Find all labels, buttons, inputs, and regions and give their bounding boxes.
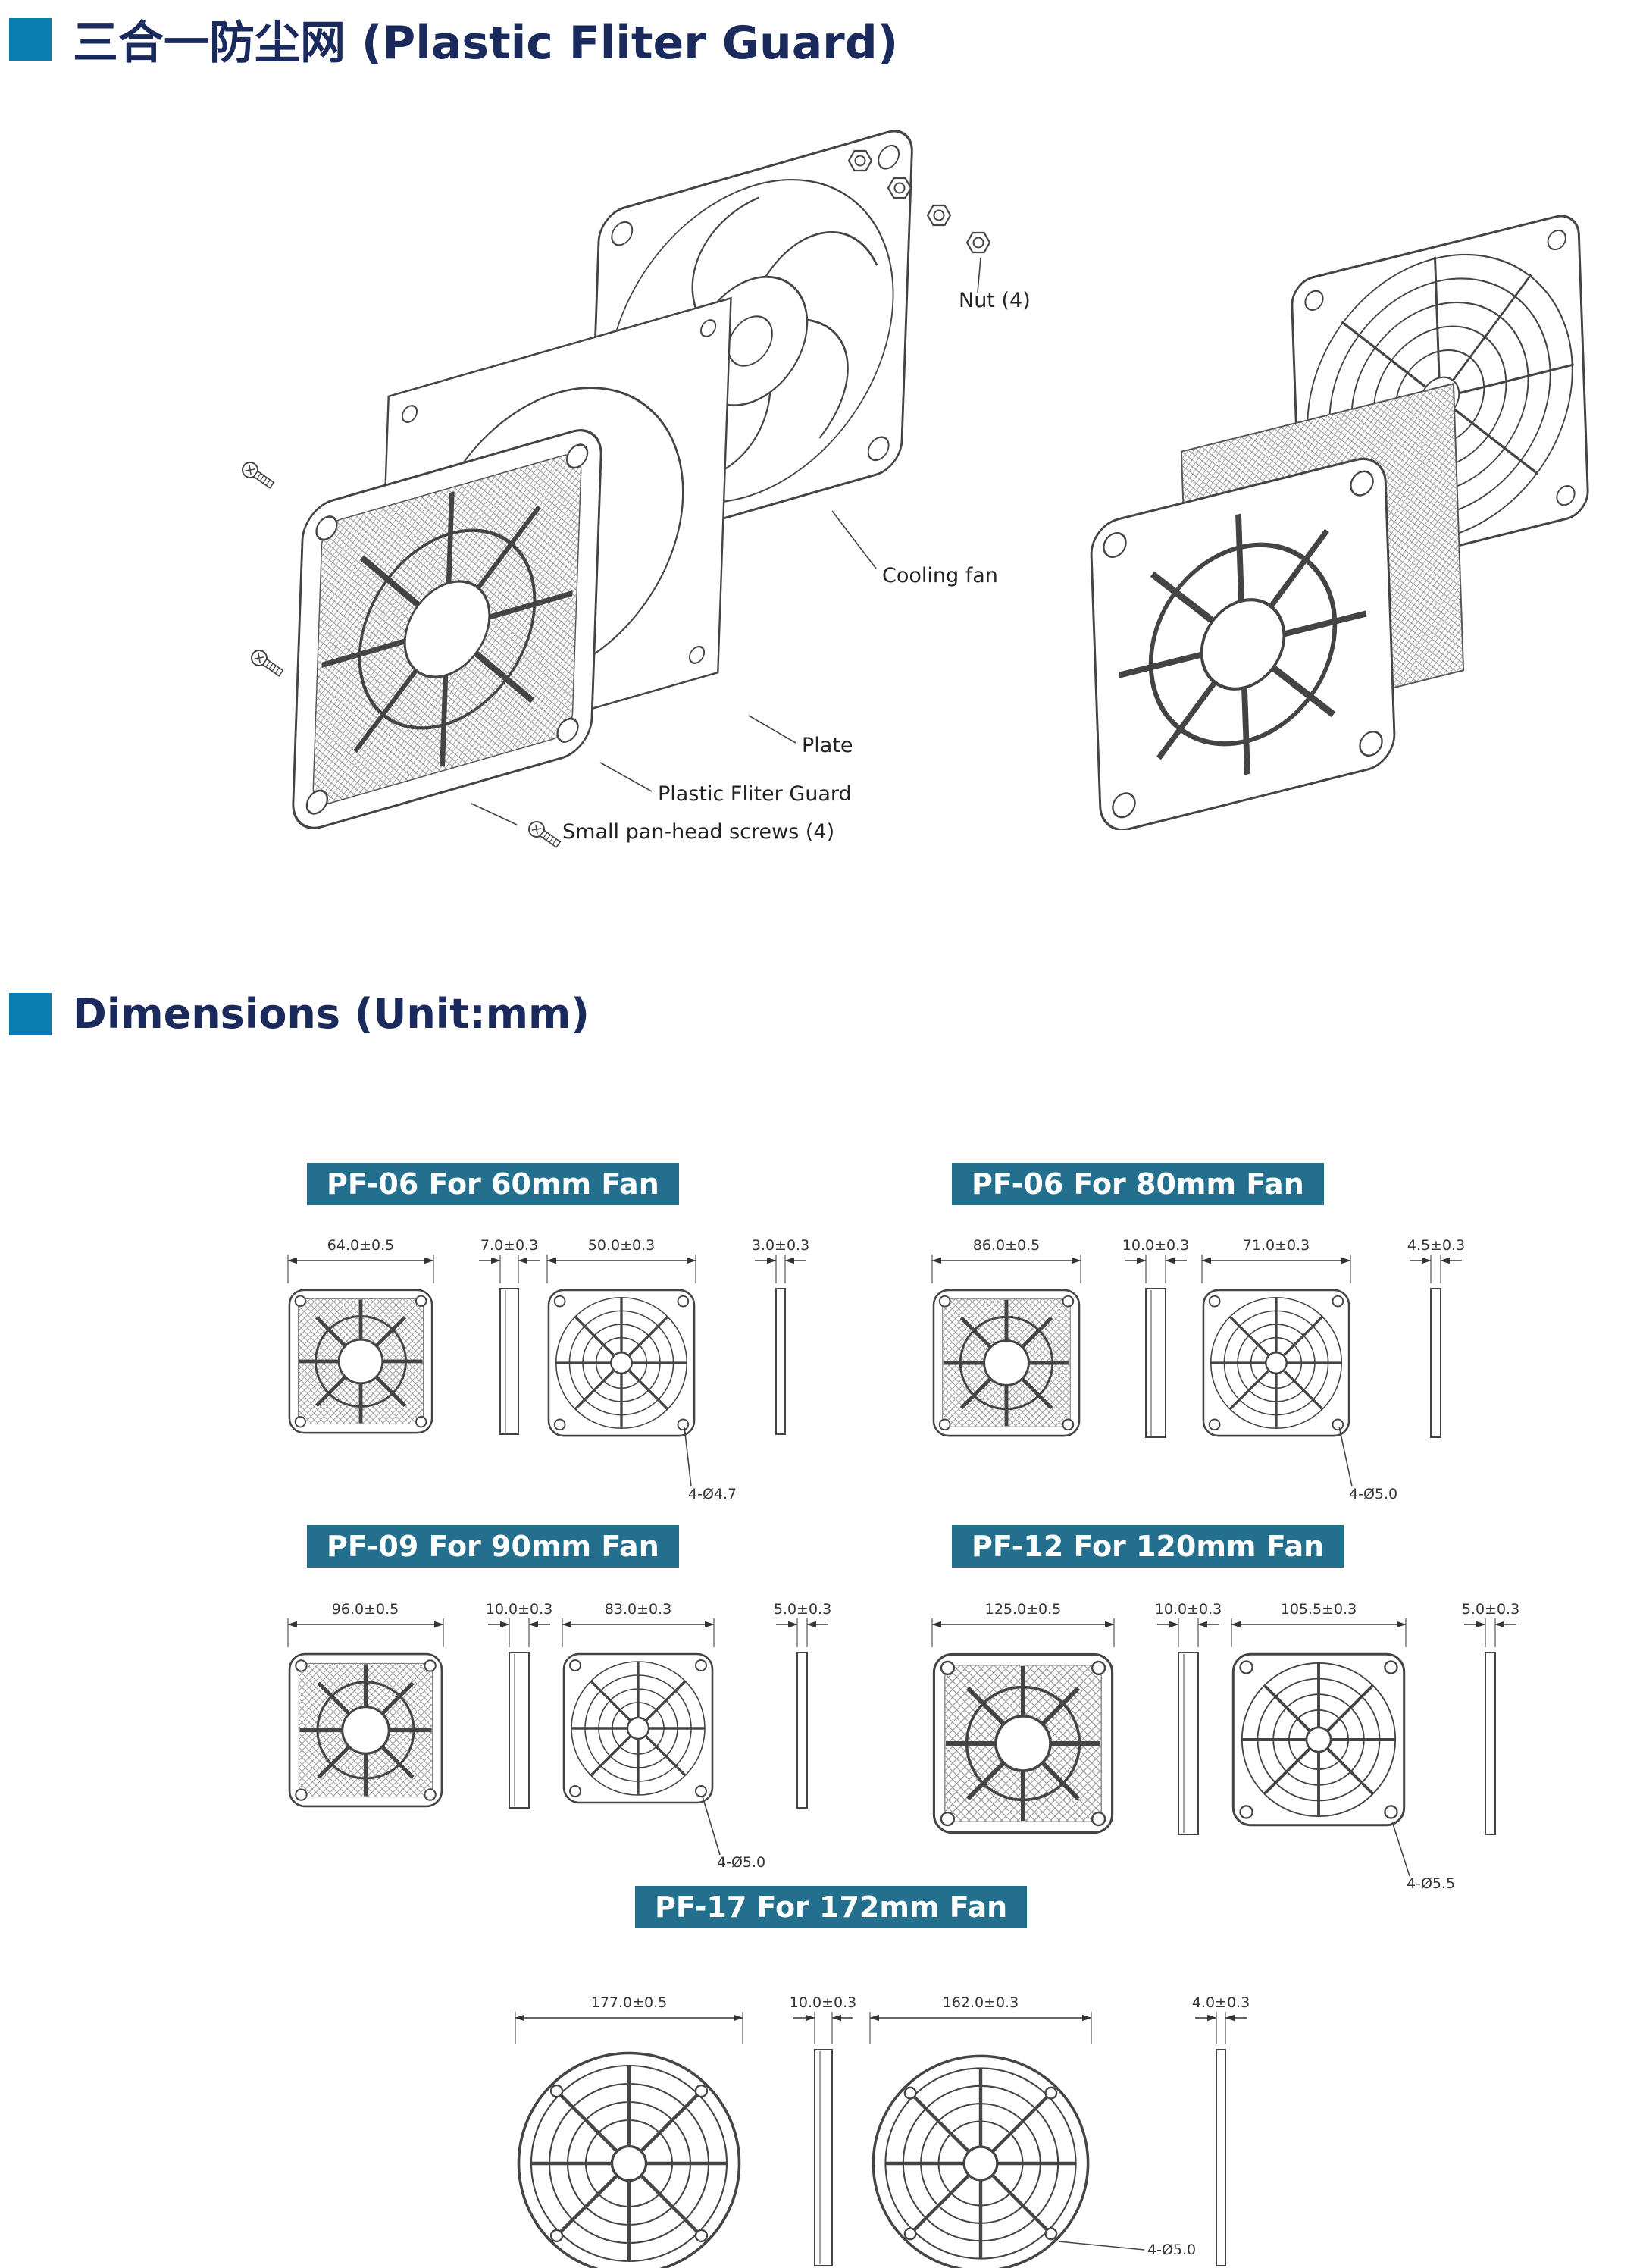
pf09-dim-thickness1: 10.0±0.3 <box>486 1601 552 1618</box>
pf06-60-dim-outer: 64.0±0.5 <box>327 1237 394 1254</box>
pf09-dim-outer: 96.0±0.5 <box>332 1601 399 1618</box>
filter-guard-front-view <box>289 1290 432 1433</box>
fan-guard-front-view <box>562 1652 714 1804</box>
label-plate: Plate <box>802 734 853 757</box>
pf06-80-dim-outer: 86.0±0.5 <box>973 1237 1040 1254</box>
pf06-60-dim-thickness2: 3.0±0.3 <box>752 1237 809 1254</box>
pf17-dim-thickness1: 10.0±0.3 <box>790 1994 856 2011</box>
pf12-dim-thickness2: 5.0±0.3 <box>1462 1601 1519 1618</box>
pf17-dim-inner: 162.0±0.3 <box>943 1994 1019 2011</box>
pf06-80-dim-inner: 71.0±0.3 <box>1243 1237 1310 1254</box>
pf06-60-dim-thickness1: 7.0±0.3 <box>480 1237 538 1254</box>
filter-guard-front-view <box>289 1654 442 1806</box>
dim-panel-pf12: 125.0±0.5 10.0±0.3 105.5±0.3 5.0±0.3 4-Ø… <box>931 1601 1519 1892</box>
pf06-80-hole-callout: 4-Ø5.0 <box>1349 1486 1397 1502</box>
dim-panel-pf06-80: 86.0±0.5 10.0±0.3 71.0±0.3 4.5±0.3 4-Ø5.… <box>931 1237 1465 1502</box>
dimensions-heading: Dimensions (Unit:mm) <box>73 990 590 1038</box>
panel-badge-pf12: PF-12 For 120mm Fan <box>952 1525 1344 1568</box>
dim-panel-pf09: 96.0±0.5 10.0±0.3 83.0±0.3 5.0±0.3 4-Ø5.… <box>287 1601 831 1871</box>
page-title-row: 三合一防尘网 (Plastic Fliter Guard) <box>9 6 898 72</box>
dimensions-heading-row: Dimensions (Unit:mm) <box>9 990 590 1038</box>
pf12-dim-inner: 105.5±0.3 <box>1281 1601 1357 1618</box>
panel-badge-pf06-80: PF-06 For 80mm Fan <box>952 1163 1324 1205</box>
pf06-80-dim-thickness2: 4.5±0.3 <box>1407 1237 1465 1254</box>
panel-badge-pf06-60: PF-06 For 60mm Fan <box>307 1163 679 1205</box>
filter-guard-drawing <box>292 429 602 829</box>
panel-badge-pf09: PF-09 For 90mm Fan <box>307 1525 679 1568</box>
fan-guard-front-view <box>547 1289 696 1437</box>
pf06-60-dim-inner: 50.0±0.3 <box>588 1237 655 1254</box>
pf12-dim-outer: 125.0±0.5 <box>985 1601 1062 1618</box>
pf17-dim-thickness2: 4.0±0.3 <box>1192 1994 1250 2011</box>
pf17-dim-outer: 177.0±0.5 <box>591 1994 668 2011</box>
exploded-diagram-left: Nut (4) Cooling fan Plate Plastic Fliter… <box>239 130 1031 852</box>
label-screws: Small pan-head screws (4) <box>562 820 834 844</box>
exploded-diagram-right <box>1090 215 1589 830</box>
dimensions-bullet-square <box>9 992 52 1035</box>
pf09-hole-callout: 4-Ø5.0 <box>717 1854 765 1871</box>
pf12-hole-callout: 4-Ø5.5 <box>1407 1875 1455 1892</box>
pf06-80-dim-thickness1: 10.0±0.3 <box>1122 1237 1189 1254</box>
round-fan-guard-front-view <box>873 2056 1088 2268</box>
fan-guard-front-view <box>1202 1289 1350 1437</box>
filter-guard-front-view <box>934 1290 1079 1436</box>
pf12-dim-thickness1: 10.0±0.3 <box>1155 1601 1222 1618</box>
pf06-60-hole-callout: 4-Ø4.7 <box>688 1486 737 1502</box>
label-plastic-filter-guard: Plastic Fliter Guard <box>658 782 852 806</box>
dim-panel-pf06-60: 64.0±0.5 7.0±0.3 50.0±0.3 3.0±0.3 4-Ø4.7 <box>287 1237 809 1502</box>
panel-badge-pf17: PF-17 For 172mm Fan <box>635 1886 1028 1928</box>
pf17-hole-callout: 4-Ø5.0 <box>1147 2241 1196 2258</box>
label-nut: Nut (4) <box>959 289 1031 312</box>
leader-lines <box>471 257 981 825</box>
fan-guard-front-view <box>1231 1652 1406 1827</box>
guard-frame-drawing <box>1090 457 1396 830</box>
filter-guard-front-view <box>934 1654 1112 1832</box>
label-cooling-fan: Cooling fan <box>882 564 998 587</box>
pf09-dim-inner: 83.0±0.3 <box>605 1601 671 1618</box>
title-bullet-square <box>9 17 52 61</box>
dim-panel-pf17: 177.0±0.5 10.0±0.3 162.0±0.3 4.0±0.3 4-Ø… <box>515 1994 1250 2268</box>
round-filter-guard-front-view <box>519 2053 740 2268</box>
pf09-dim-thickness2: 5.0±0.3 <box>774 1601 831 1618</box>
page-title: 三合一防尘网 (Plastic Fliter Guard) <box>73 17 899 70</box>
